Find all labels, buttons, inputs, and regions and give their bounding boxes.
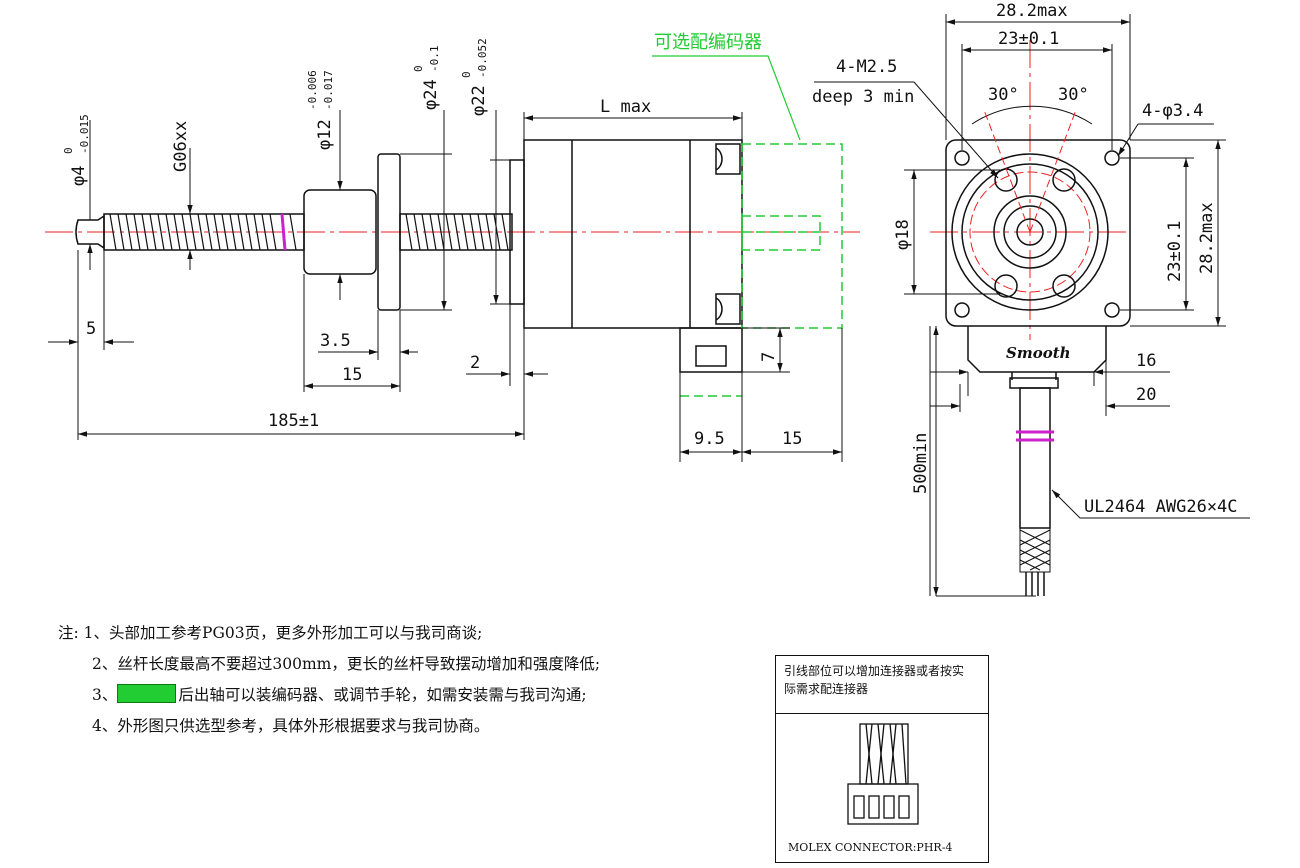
mount-hole-tl [954, 150, 970, 166]
dim-lmax: L max [600, 97, 651, 117]
dim-boss-dia: φ22 [469, 85, 489, 116]
dim-tip-length: 5 [86, 319, 96, 339]
dim-nut-tol-lower: -0.017 [322, 70, 335, 110]
dim-encoder-length: 15 [782, 429, 802, 449]
screw-hole-1 [994, 168, 1018, 192]
dim-shaft-tip-tol-upper: 0 [62, 147, 75, 154]
connector-inset: 引线部位可以增加连接器或者按实际需求配连接器 MOLEX CONNECTOR:P… [775, 655, 989, 863]
screw-hole-2 [1052, 168, 1076, 192]
dim-nut-tol-upper: -0.006 [306, 70, 319, 110]
dim-height-max: 28.2max [1197, 202, 1217, 274]
dim-nut-length: 15 [342, 365, 362, 385]
note-3-text: 后出轴可以装编码器、或调节手轮，如需安装需与我司沟通; [178, 686, 587, 704]
dim-connector-height: 7 [759, 352, 779, 362]
dim-connector-offset: 9.5 [694, 429, 725, 449]
cable-braid [1019, 527, 1051, 573]
cable-spec: UL2464 AWG26×4C [1084, 497, 1238, 517]
thread-hatch-right [405, 213, 509, 251]
notes: 注: 1、头部加工参考PG03页，更多外形加工可以与我司商谈; 2、丝杆长度最高… [58, 618, 698, 742]
end-housing [945, 139, 1131, 327]
dim-hole-pitch: 23±0.1 [998, 29, 1059, 49]
dim-overall-length: 185±1 [268, 411, 319, 431]
note-4-text: 4、外形图只供选型参考，具体外形根据要求与我司协商。 [92, 717, 490, 735]
cable [1019, 387, 1051, 529]
mount-hole-br [1104, 302, 1120, 318]
dim-nut-flange-thk: 3.5 [320, 331, 351, 351]
molex-connector-drawing [847, 723, 919, 825]
note-1: 注: 1、头部加工参考PG03页，更多外形加工可以与我司商谈; [58, 618, 698, 649]
dim-screw-depth: deep 3 min [812, 87, 914, 107]
encoder-color-swatch [117, 684, 177, 703]
dim-flange-dia: φ24 [421, 79, 441, 110]
dim-width-max: 28.2max [996, 1, 1068, 21]
dim-angle-right: 30° [1058, 85, 1089, 105]
notes-prefix: 注: [58, 624, 79, 642]
note-2: 2、丝杆长度最高不要超过300mm，更长的丝杆导致摆动增加和强度降低; [58, 649, 698, 680]
endcap-screw-top [715, 143, 741, 175]
dim-nut-dia: φ12 [315, 119, 335, 150]
note-4: 4、外形图只供选型参考，具体外形根据要求与我司协商。 [58, 711, 698, 742]
screw-hole-3 [994, 274, 1018, 298]
screw-marker-left [280, 213, 287, 251]
motor-body [523, 139, 743, 329]
encoder-leader [652, 55, 801, 141]
dim-mount-holes: 4-φ3.4 [1142, 101, 1203, 121]
connector-inset-divider [776, 713, 988, 714]
dim-boss-tol-upper: 0 [460, 71, 473, 78]
dim-flange-tol-upper: 0 [412, 65, 425, 72]
dim-boss-thk: 2 [470, 353, 480, 373]
mount-hole-tr [1104, 150, 1120, 166]
dim-lead-length: 500min [911, 433, 931, 494]
side-view [45, 55, 860, 462]
connector-inset-text: 引线部位可以增加连接器或者按实际需求配连接器 [784, 664, 965, 696]
mount-hole-bl [954, 302, 970, 318]
end-shaft [1016, 218, 1044, 246]
brand-logo: Smooth [1006, 344, 1071, 362]
dim-thread: G06xx [171, 121, 191, 172]
note-1-text: 1、头部加工参考PG03页，更多外形加工可以与我司商谈; [83, 624, 483, 642]
dim-boss-tol-lower: -0.052 [476, 38, 489, 78]
thread-hatch-left [109, 213, 297, 251]
dim-hole-pitch-v: 23±0.1 [1165, 221, 1185, 282]
dim-shaft-tip-dia: φ4 [69, 166, 89, 186]
screw-hole-4 [1052, 274, 1076, 298]
dim-pilot-dia: φ18 [893, 219, 913, 250]
endcap-screw-bottom [715, 293, 741, 325]
lead-screw-right [399, 213, 513, 251]
dim-angle-left: 30° [988, 85, 1019, 105]
dim-connector-width: 16 [1136, 351, 1156, 371]
dim-shaft-tip-tol-lower: -0.015 [78, 114, 91, 154]
dim-flange-tol-lower: -0.1 [428, 46, 441, 73]
end-pilot-outer [951, 153, 1109, 311]
note-3-num: 3、 [92, 686, 118, 704]
end-connector [967, 326, 1107, 373]
end-view [814, 14, 1250, 597]
note-2-text: 2、丝杆长度最高不要超过300mm，更长的丝杆导致摆动增加和强度降低; [92, 655, 601, 673]
dim-connector-total: 20 [1136, 385, 1156, 405]
dim-screw-holes: 4-M2.5 [836, 57, 897, 77]
encoder-outline [680, 143, 843, 397]
encoder-label: 可选配编码器 [654, 32, 762, 53]
note-3: 3、 后出轴可以装编码器、或调节手轮，如需安装需与我司沟通; [58, 680, 698, 711]
connector-label: MOLEX CONNECTOR:PHR-4 [788, 841, 953, 854]
